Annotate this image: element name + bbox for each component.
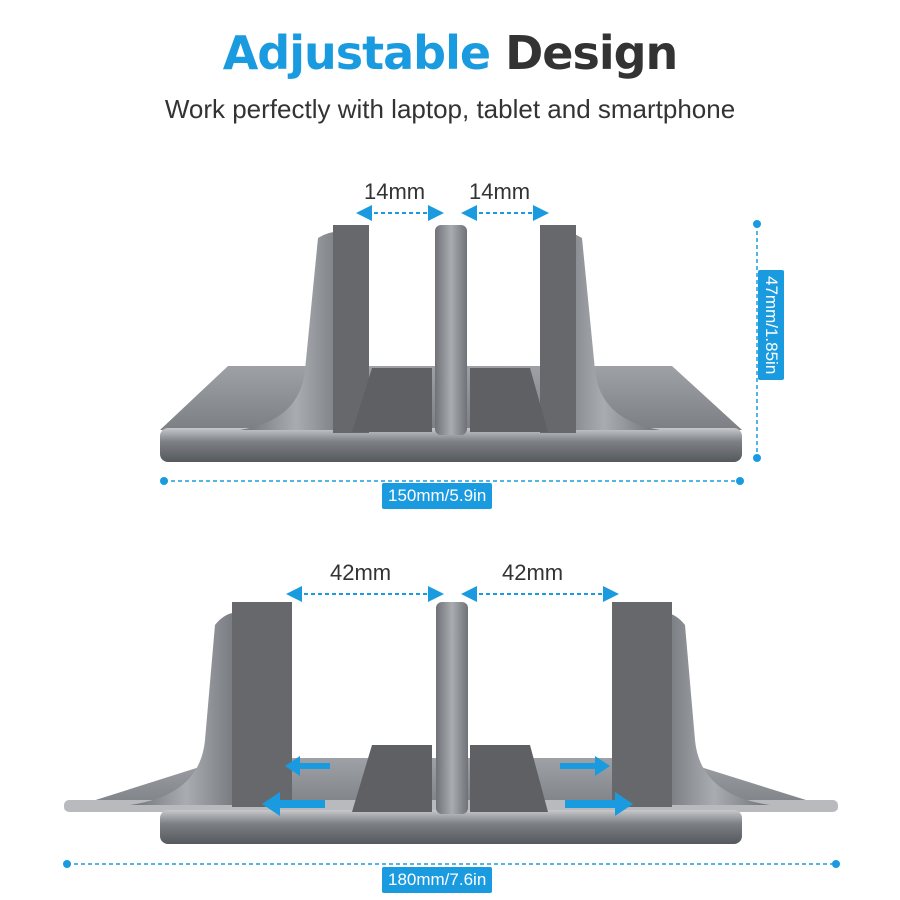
top-width-badge: 150mm/5.9in [382, 483, 493, 509]
subtitle: Work perfectly with laptop, tablet and s… [164, 94, 736, 124]
title-rest: Design [505, 26, 678, 80]
bottom-gap-right-label: 42mm [502, 560, 564, 585]
title-highlight: Adjustable [222, 26, 491, 80]
top-height-badge: 47mm/1.85in [758, 270, 784, 381]
top-gap-left-label: 14mm [364, 179, 426, 204]
bottom-gap-left-label: 42mm [330, 560, 392, 585]
bottom-width-badge: 180mm/7.6in [382, 867, 493, 893]
page-title: Adjustable Design [0, 26, 900, 80]
top-gap-right-label: 14mm [469, 179, 531, 204]
